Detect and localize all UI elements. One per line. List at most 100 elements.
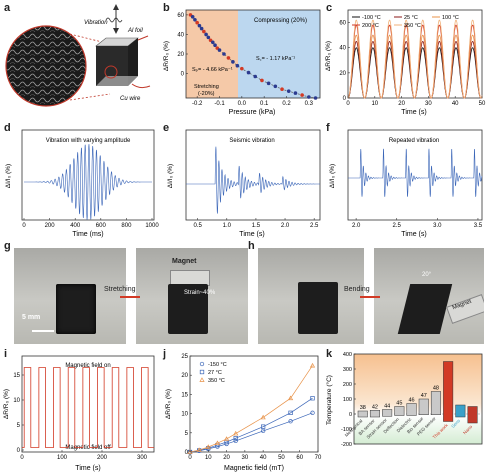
j-point [260,414,266,420]
tick-label: 0 [185,450,189,456]
tick-label: 1000 [145,223,159,229]
tick-label: -100 [341,427,352,433]
tick-label: 0.5 [193,223,202,229]
b-data-point [240,66,244,71]
panel-label-j: j [163,348,167,360]
al-foil-label: Al foil [127,28,143,34]
k-bar [418,398,429,415]
tick-label: 60 [177,13,184,19]
h-angle-label: 20° [422,272,432,278]
panel-label-i: i [4,348,8,360]
panel-label-a: a [4,2,11,14]
k-bar-ref: 44 [384,404,390,410]
tick-label: 10 [181,412,188,418]
k-bar-ref: 45 [396,401,402,407]
b-data-point [195,20,199,25]
tick-label: 100 [343,397,352,403]
j-legend-item: 350 °C [208,378,225,384]
compress-label: Compressing (20%) [254,18,307,24]
tick-label: 70 [315,455,322,461]
tick-label: -0.1 [214,101,225,107]
b-data-point [193,17,197,22]
tick-label: 200 [343,382,352,388]
sensor-cube [95,37,139,86]
b-data-point [222,52,226,56]
vibration-label: Vibration [84,20,108,26]
b-data-point [293,91,298,95]
j-point [287,395,294,401]
tick-label: 0.1 [260,101,269,107]
tick-label: 1.5 [252,223,261,229]
tick-label: 2.5 [310,223,319,229]
sponge-block [56,284,96,334]
tick-label: 300 [137,455,148,461]
tick-label: 0.0 [238,101,247,107]
f-title: Repeated vibration [389,138,439,144]
j-point [288,419,293,424]
tick-label: 20 [223,455,230,461]
c-ylabel: ΔR/R₀ (%) [325,41,332,71]
f-ylabel: ΔI/I₀ (%) [329,164,336,188]
tick-label: 2.0 [281,223,290,229]
b-data-point [313,96,318,100]
photo-h-after: Magnet 20° [374,248,484,344]
g-arrow [120,296,140,298]
k-bar-ref: 48 [433,386,439,392]
tick-label: 0 [188,455,192,461]
panel-label-c: c [326,2,333,14]
b-ylabel: ΔR/R₀ (%) [163,41,170,71]
j-series-line [189,397,313,453]
i-ylabel: ΔR/R₀ (%) [3,389,10,419]
b-data-point [199,26,204,31]
j-point [205,444,211,449]
panel-label-e: e [163,122,170,134]
stretch-region [186,10,238,98]
b-data-point [307,95,311,99]
tick-label: 50 [278,455,285,461]
tick-label: 0 [181,72,185,78]
c-legend-item: 200 °C [362,23,379,29]
j-point [309,362,316,368]
b-data-point [190,15,195,19]
tick-label: 30 [425,101,432,107]
tick-label: 0 [22,223,26,229]
k-bar [430,391,441,415]
k-bar [443,361,454,422]
tick-label: 400 [343,352,352,358]
tick-label: 300 [343,367,352,373]
g-stretching-label: Stretching [104,286,136,293]
tick-label: 1.0 [223,223,232,229]
b-data-point [300,93,304,97]
c-series-line [347,19,483,99]
b-data-point [204,32,208,37]
sponge-block-stretched [168,284,208,334]
e-xlabel: Time (s) [239,231,264,238]
tick-label: 10 [13,398,20,404]
panel-e-chart: Seismic vibration 0.5 1.0 1.5 2.0 2.5 Time (… [167,129,321,238]
panel-label-f: f [326,122,330,134]
j-legend-item: 27 °C [208,370,222,376]
b-data-point [273,84,278,89]
scale-bar [32,330,54,332]
tick-label: 0.2 [282,101,291,107]
i-xlabel: Time (s) [75,465,100,472]
i-on-label: Magnetic field on [65,363,110,369]
tick-label: 0 [349,412,352,418]
tick-label: 10 [205,455,212,461]
b-data-point [206,35,211,40]
j-point [233,430,239,436]
c-legend-item: -100 °C [362,15,381,21]
k-bar [369,410,380,418]
tick-label: -200 [341,442,352,448]
j-xlabel: Magnetic field (mT) [224,465,284,472]
k-bar [455,404,466,418]
tick-label: 400 [70,223,81,229]
b-data-point [231,60,235,64]
e-title: Seismic vibration [229,138,274,144]
sponge-block-h [298,282,338,334]
tick-label: 0 [20,455,24,461]
